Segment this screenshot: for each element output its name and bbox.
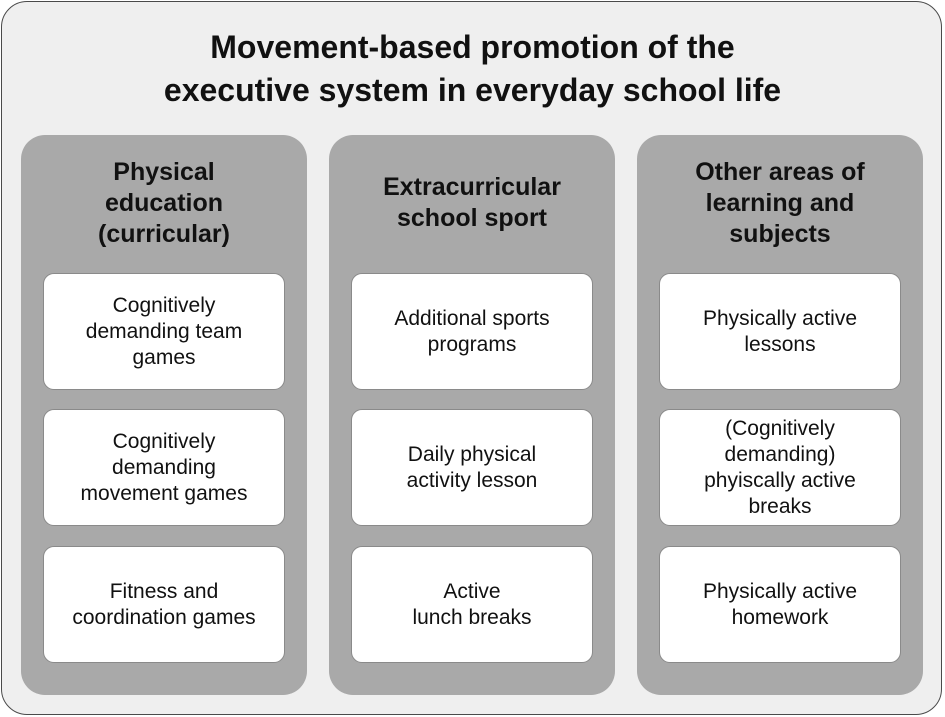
activity-box-line: lessons xyxy=(744,332,816,356)
column-header: Extracurricular school sport xyxy=(329,172,615,234)
activity-box-line: games xyxy=(132,345,196,369)
activity-box-line: breaks xyxy=(748,494,812,518)
column-header-line: Extracurricular xyxy=(383,173,561,201)
activity-box-line: phyiscally active xyxy=(704,468,856,492)
column-header-line: subjects xyxy=(729,220,831,248)
activity-box: (Cognitively demanding) phyiscally activ… xyxy=(659,409,901,526)
activity-box-line: Daily physical xyxy=(407,442,537,466)
activity-box: Cognitively demanding team games xyxy=(43,273,285,390)
activity-box-line: Cognitively xyxy=(112,293,216,317)
activity-box-line: Physically active xyxy=(702,579,858,603)
activity-box-line: (Cognitively xyxy=(725,416,835,440)
activity-box-line: lunch breaks xyxy=(412,605,532,629)
activity-box-line: demanding team xyxy=(85,319,243,343)
column-header-line: Physical xyxy=(113,158,215,186)
column-header-line: learning and xyxy=(705,189,855,217)
activity-box: Physically active homework xyxy=(659,546,901,663)
activity-box-line: demanding) xyxy=(724,442,836,466)
activity-box-line: demanding xyxy=(112,455,216,479)
diagram-title-line: Movement-based promotion of the xyxy=(210,29,735,65)
activity-box: Physically active lessons xyxy=(659,273,901,390)
activity-box: Active lunch breaks xyxy=(351,546,593,663)
column-physical-education: Physical education (curricular) Cognitiv… xyxy=(21,135,307,695)
activity-box-line: movement games xyxy=(80,481,248,505)
column-header: Physical education (curricular) xyxy=(21,157,307,250)
column-header-line: (curricular) xyxy=(98,220,230,248)
activity-box-line: homework xyxy=(731,605,829,629)
activity-box-line: programs xyxy=(427,332,517,356)
activity-box-line: Cognitively xyxy=(112,429,216,453)
column-header-line: school sport xyxy=(396,204,547,232)
diagram-title: Movement-based promotion of the executiv… xyxy=(0,26,945,112)
activity-box-line: activity lesson xyxy=(406,468,538,492)
column-header-line: Other areas of xyxy=(695,158,865,186)
activity-box-line: coordination games xyxy=(72,605,256,629)
activity-box: Cognitively demanding movement games xyxy=(43,409,285,526)
activity-box-line: Additional sports xyxy=(394,306,550,330)
activity-box: Daily physical activity lesson xyxy=(351,409,593,526)
activity-box-line: Active xyxy=(443,579,501,603)
activity-box-line: Fitness and xyxy=(109,579,219,603)
activity-box: Additional sports programs xyxy=(351,273,593,390)
activity-box-line: Physically active xyxy=(702,306,858,330)
column-other-areas: Other areas of learning and subjects Phy… xyxy=(637,135,923,695)
activity-box: Fitness and coordination games xyxy=(43,546,285,663)
column-extracurricular-sport: Extracurricular school sport Additional … xyxy=(329,135,615,695)
column-header-line: education xyxy=(104,189,224,217)
column-header: Other areas of learning and subjects xyxy=(637,157,923,250)
diagram-title-line: executive system in everyday school life xyxy=(163,72,782,108)
